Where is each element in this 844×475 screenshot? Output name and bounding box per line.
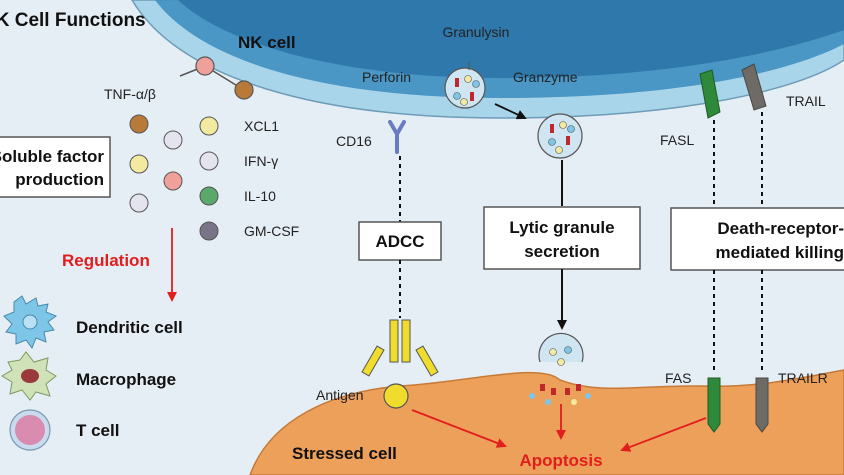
trail-receptor	[741, 63, 767, 111]
death-line1: Death-receptor-	[717, 219, 844, 238]
regulated-cell-label: Macrophage	[76, 370, 176, 389]
lytic-line2: secretion	[524, 242, 600, 261]
cytokine-legend: XCL1 IFN-γ IL-10 GM-CSF	[199, 116, 299, 241]
soluble-factor-box: Soluble factor production	[0, 136, 111, 198]
regulated-cell-label: Dendritic cell	[76, 318, 183, 337]
fas-label: FAS	[665, 370, 691, 386]
cytokine-label: XCL1	[244, 118, 279, 134]
trail-label: TRAIL	[786, 93, 826, 109]
antigen-label: Antigen	[316, 387, 363, 403]
cytokine-cluster	[129, 114, 183, 213]
t-cell-icon	[9, 409, 51, 451]
dendritic-cell-icon	[3, 295, 58, 350]
granule-release	[529, 332, 591, 405]
fasl-label: FASL	[660, 132, 694, 148]
regulation-label: Regulation	[62, 251, 150, 270]
fasl-receptor	[699, 69, 721, 119]
antibody	[361, 319, 439, 377]
il10-marker	[199, 186, 219, 206]
trailr-receptor	[755, 377, 769, 433]
cd16-receptor	[388, 120, 406, 154]
soluble-factor-line2: production	[15, 170, 104, 189]
antigen-marker	[383, 383, 409, 409]
apoptosis-arrow-adcc	[411, 409, 507, 448]
trailr-label: TRAILR	[778, 370, 828, 386]
tnf-molecule	[179, 56, 254, 100]
death-receptor-box: Death-receptor- mediated killing	[670, 207, 844, 271]
cytokine-label: GM-CSF	[244, 223, 299, 239]
lytic-granule-box: Lytic granule secretion	[483, 206, 641, 270]
granule-move-arrow	[494, 103, 527, 120]
cd16-label: CD16	[336, 133, 372, 149]
granulysin-label: Granulysin	[443, 24, 510, 40]
granule-in-nk	[444, 67, 486, 109]
apoptosis-arrow-death	[620, 417, 707, 452]
ifn-marker	[199, 151, 219, 171]
apoptosis-label: Apoptosis	[519, 451, 602, 470]
death-line2: mediated killing	[716, 243, 844, 262]
soluble-factor-line1: Soluble factor	[0, 147, 104, 166]
stressed-cell-label: Stressed cell	[292, 444, 397, 463]
granzyme-label: Granzyme	[513, 69, 578, 85]
regulated-cell-label: T cell	[76, 421, 119, 440]
lytic-line1: Lytic granule	[509, 218, 614, 237]
nk-cell-label: NK cell	[238, 33, 296, 52]
fas-receptor	[707, 377, 721, 433]
macrophage-icon	[1, 351, 57, 401]
tnf-label: TNF-α/β	[104, 86, 156, 102]
page-title: NK Cell Functions	[0, 10, 146, 31]
adcc-box: ADCC	[358, 221, 442, 261]
perforin-label: Perforin	[362, 69, 411, 85]
cytokine-label: IFN-γ	[244, 153, 278, 169]
nk-cell	[131, 0, 844, 119]
adcc-label: ADCC	[375, 232, 424, 251]
cytokine-label: IL-10	[244, 188, 276, 204]
xcl1-marker	[199, 116, 219, 136]
granule-at-membrane	[537, 113, 583, 159]
gmcsf-marker	[199, 221, 219, 241]
